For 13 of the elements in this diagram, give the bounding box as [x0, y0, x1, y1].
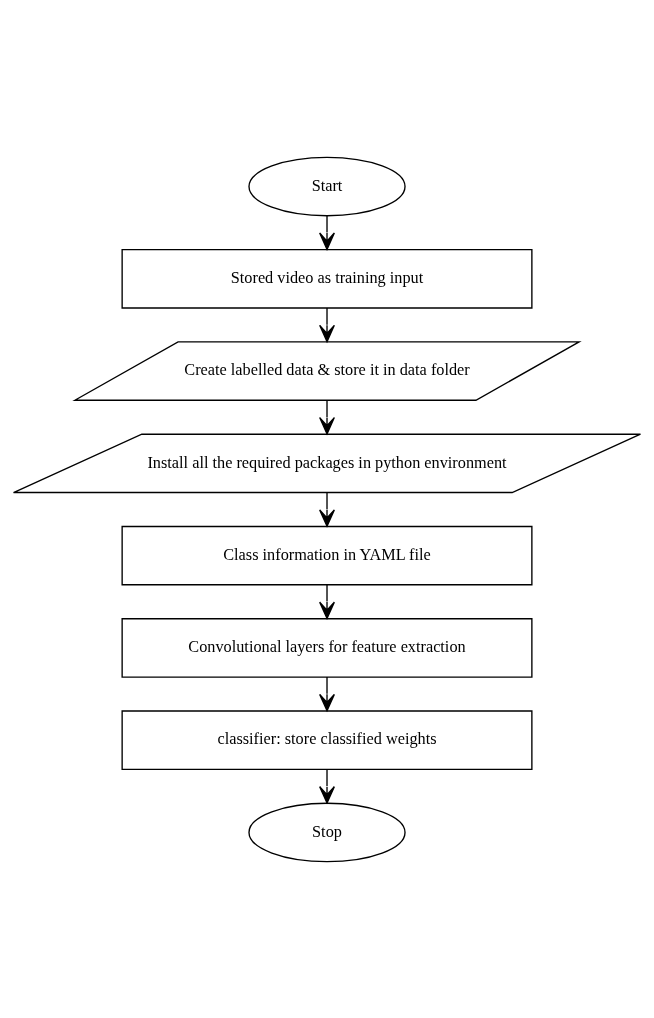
node-ellipse: Stop	[248, 802, 406, 862]
arrow	[319, 583, 335, 619]
arrow	[319, 306, 335, 342]
arrow	[319, 491, 335, 527]
arrow	[319, 675, 335, 711]
arrow	[319, 214, 335, 250]
arrow	[319, 768, 335, 804]
node-box: Stored video as training input	[121, 248, 533, 309]
node-box: Convolutional layers for feature extraction	[121, 617, 533, 678]
node-box: classifier: store classified weights	[121, 709, 533, 770]
node-ellipse: Start	[248, 156, 406, 216]
arrow	[319, 399, 335, 435]
node-box: Class information in YAML file	[121, 525, 533, 585]
